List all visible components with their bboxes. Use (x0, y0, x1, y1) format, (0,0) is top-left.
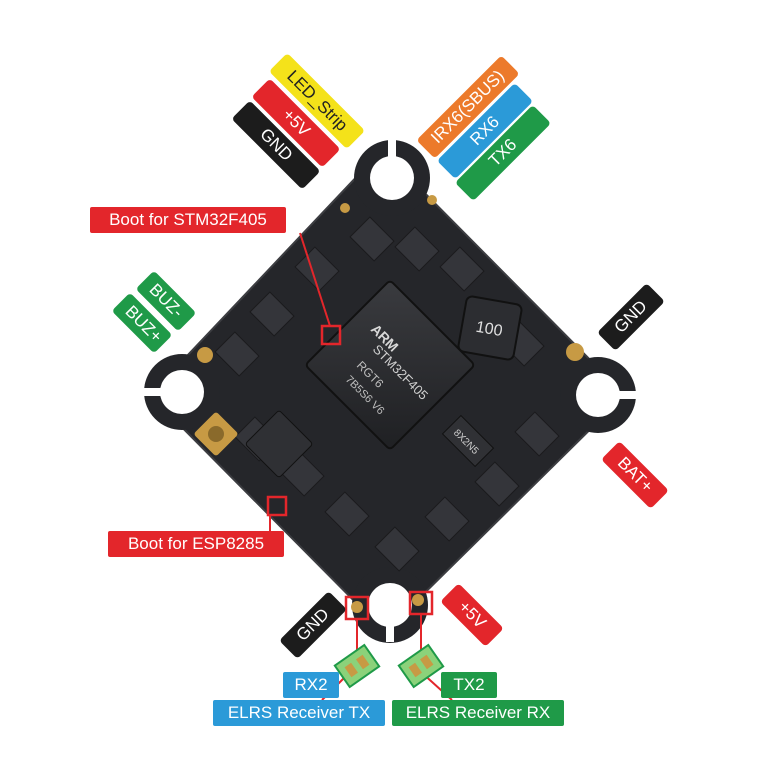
inductor: 100 (457, 295, 523, 361)
rx2-connector-icon (333, 643, 381, 689)
tx2-connector-icon (397, 643, 445, 689)
mosfet-array (214, 216, 560, 572)
label-elrs-receiver-tx: ELRS Receiver TX (213, 700, 385, 726)
esp-chip (245, 410, 313, 478)
mcu-chip: ARM STM32F405 RGT6 7B5S6 V6 (305, 280, 475, 450)
label-boot-esp8285: Boot for ESP8285 (108, 531, 284, 557)
mount-hole-top (354, 140, 430, 216)
label-boot-stm32f405: Boot for STM32F405 (90, 207, 286, 233)
mount-hole-right (560, 357, 636, 433)
inductor-text: 100 (474, 319, 503, 340)
boot-stm-pad (320, 324, 342, 346)
boot-esp-pad (266, 495, 288, 517)
mount-hole-left (144, 354, 220, 430)
label-tx2: TX2 (441, 672, 497, 698)
label-rx2: RX2 (283, 672, 339, 698)
antenna-connector (194, 412, 238, 456)
mount-hole-bottom (352, 567, 428, 643)
solder-pads (197, 195, 584, 613)
label-elrs-receiver-rx: ELRS Receiver RX (392, 700, 564, 726)
